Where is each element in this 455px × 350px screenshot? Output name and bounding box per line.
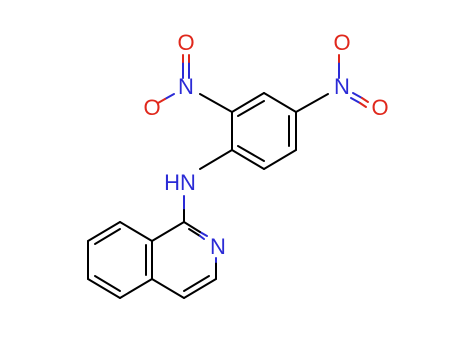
n-o-double-bond [350, 97, 361, 104]
ring-double-bond [237, 145, 265, 162]
n-o-bond [157, 98, 166, 104]
ring-double-bond [199, 235, 205, 240]
ring-double-bond [237, 100, 265, 117]
n-o-double-bond [359, 102, 367, 108]
ring-bond [263, 92, 297, 113]
nitrogen-atom: N [334, 74, 350, 99]
ring-bond [263, 149, 297, 170]
ring-double-bond [188, 228, 201, 237]
amine-linker: HN [164, 149, 233, 223]
phenyl-ring [231, 92, 297, 170]
oxygen-atom: O [177, 30, 194, 55]
isoquinoline-ring: N [87, 221, 226, 299]
ring-bond [119, 278, 153, 299]
ring-double-bond [183, 275, 210, 292]
c-n-bond [295, 93, 329, 113]
ring-bond [87, 221, 121, 242]
amine-nh-label: HN [164, 170, 196, 195]
c-n-bond [199, 93, 233, 113]
ring-double-bond [94, 228, 121, 245]
ring-bond [183, 278, 217, 299]
ring-bond [231, 92, 265, 113]
nitro-group-ortho: O N O [143, 30, 233, 120]
ring-bond [119, 221, 153, 242]
oxygen-atom: O [371, 95, 388, 120]
n-o-bond [164, 93, 175, 100]
n-o-double-bond [352, 92, 363, 99]
ring-bond [199, 231, 208, 237]
ring-nitrogen-atom: N [210, 234, 226, 259]
oxygen-atom: O [333, 30, 350, 55]
n-o-double-bond [361, 97, 369, 103]
ring-bond [87, 278, 121, 299]
ring-bond [151, 278, 185, 299]
ring-bond [231, 149, 265, 170]
nitrogen-atom: N [178, 74, 194, 99]
ring-double-bond [94, 275, 121, 292]
oxygen-atom: O [143, 95, 160, 120]
ring-bond [151, 221, 185, 242]
c-n-bond [199, 149, 233, 170]
nitro-group-para: O N O [295, 30, 389, 120]
ring-bond [183, 221, 201, 233]
